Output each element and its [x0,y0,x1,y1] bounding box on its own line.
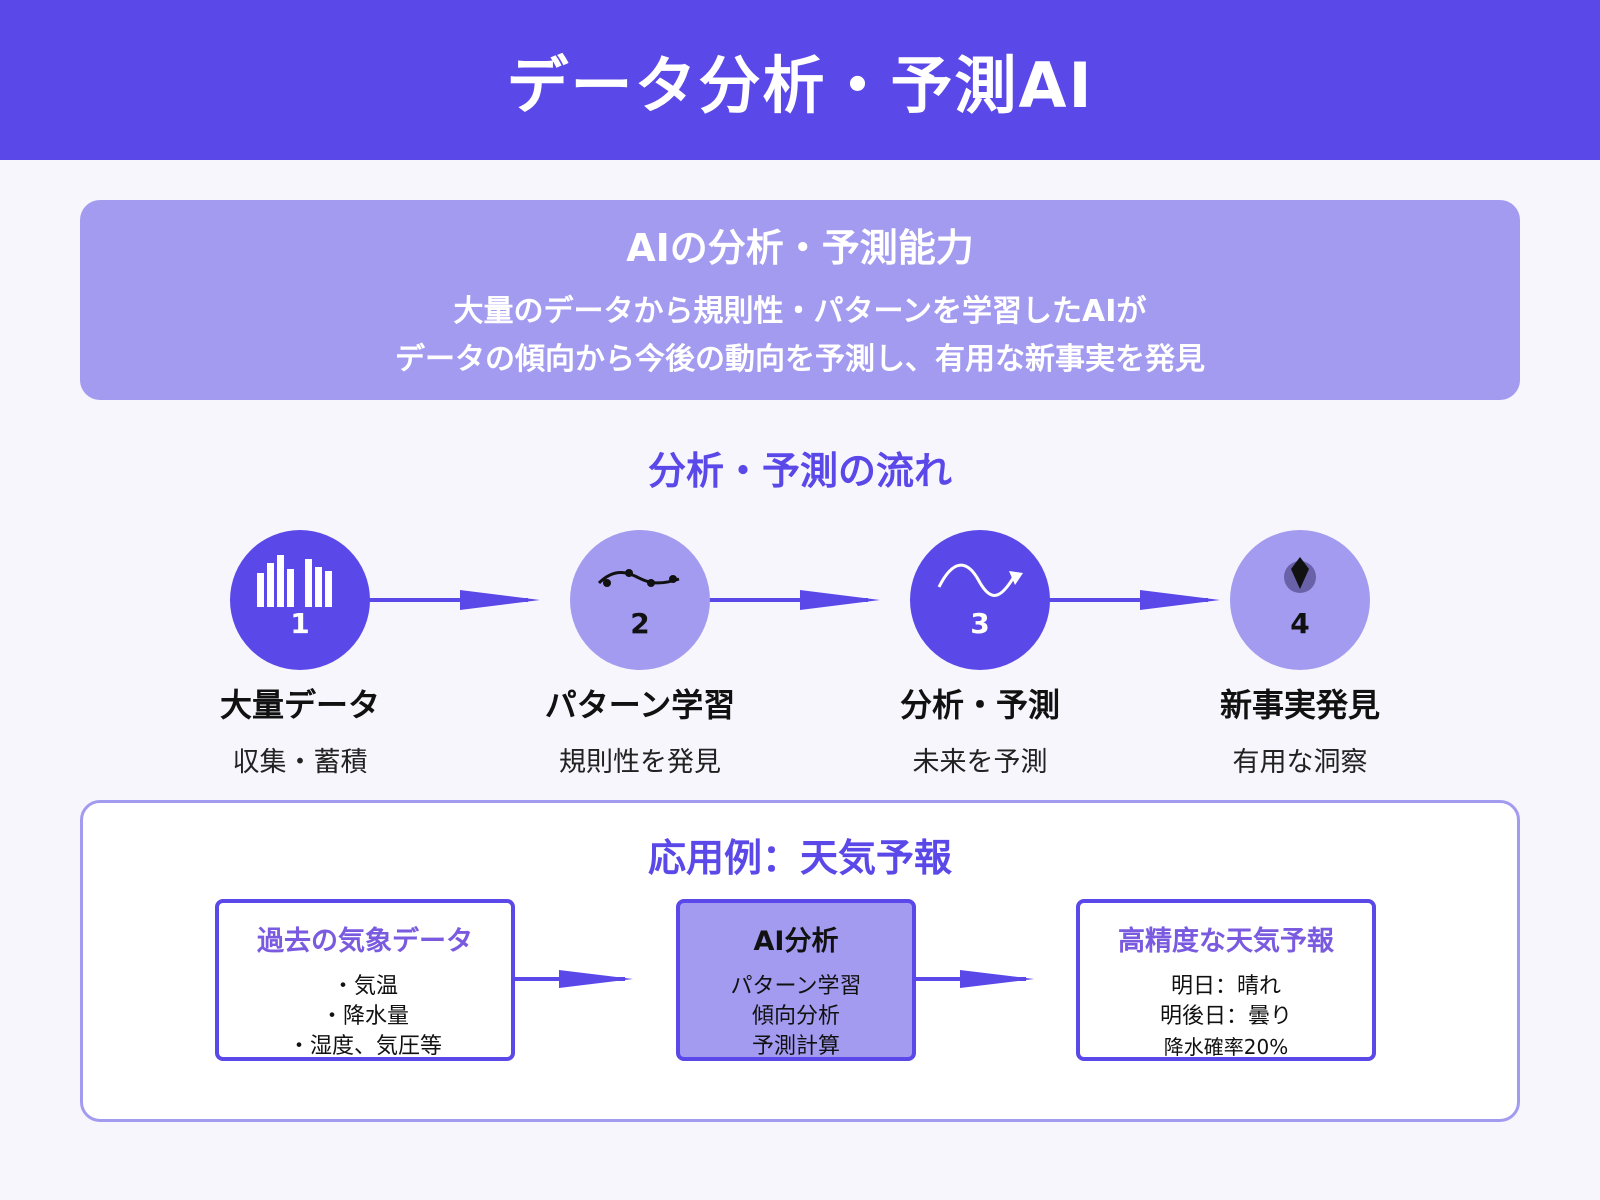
step-3-circle: 3 [910,530,1050,670]
flow-diagram: 1 大量データ 収集・蓄積 2 パターン学習 規則性を発見 3 分析・予測 未来… [170,530,1430,779]
flow-arrow-1-2 [368,590,540,610]
flow-title: 分析・予測の流れ [647,449,952,493]
example-box-forecast: 高精度な天気予報 明日：晴れ 明後日：曇り 降水確率20% [1076,899,1376,1061]
trend-arrow-icon [937,563,1023,597]
step-4-label: 新事実発見 有用な洞察 [1170,680,1430,779]
step-3-subtitle: 未来を予測 [912,747,1048,778]
step-4-circle: 4 [1230,530,1370,670]
example-box-2-head: AI分析 [753,926,839,957]
list-item: 明後日：曇り [1159,1004,1292,1029]
header-bar: データ分析・予測AI [0,0,1600,160]
step-3-label: 分析・予測 未来を予測 [850,680,1110,779]
example-box-3-list: 明日：晴れ 明後日：曇り 降水確率20% [1160,972,1292,1062]
list-item: パターン学習 [730,974,862,999]
step-4-subtitle: 有用な洞察 [1232,747,1368,778]
example-panel: 応用例：天気予報 過去の気象データ ・気温 ・降水量 ・湿度、気圧等 AI分析 … [80,800,1520,1122]
step-2-title: パターン学習 [544,686,736,724]
step-3-title: 分析・予測 [899,686,1060,724]
example-box-2-list: パターン学習 傾向分析 予測計算 [731,972,862,1062]
list-item: ・降水量 [320,1004,409,1029]
step-1-title: 大量データ [219,686,380,724]
step-2-subtitle: 規則性を発見 [559,747,721,778]
step-4-title: 新事実発見 [1219,686,1380,724]
page-title: データ分析・予測AI [506,49,1094,122]
step-1-subtitle: 収集・蓄積 [232,747,368,778]
example-box-ai-analysis: AI分析 パターン学習 傾向分析 予測計算 [676,899,916,1061]
list-item: 降水確率20% [1163,1035,1289,1059]
step-1-number: 1 [290,606,310,640]
gem-icon [1284,556,1316,593]
step-2-number: 2 [630,606,650,640]
example-box-1-head: 過去の気象データ [257,926,473,957]
banner-title: AIの分析・予測能力 [626,225,974,270]
step-1-label: 大量データ 収集・蓄積 [170,680,430,779]
banner-line-1: 大量のデータから規則性・パターンを学習したAIが [453,293,1147,329]
example-box-past-data: 過去の気象データ ・気温 ・降水量 ・湿度、気圧等 [215,899,515,1061]
list-item: ・湿度、気圧等 [287,1034,442,1059]
flow-arrow-3-4 [1048,590,1220,610]
list-item: 明日：晴れ [1170,974,1281,999]
step-1-circle: 1 [230,530,370,670]
step-3-number: 3 [970,606,990,640]
list-item: 予測計算 [751,1034,840,1059]
step-2-circle: 2 [570,530,710,670]
bar-chart-icon [257,554,332,607]
capability-banner: AIの分析・予測能力 大量のデータから規則性・パターンを学習したAIが データの… [80,200,1520,400]
list-item: 傾向分析 [751,1004,840,1029]
list-item: ・気温 [331,974,398,999]
banner-line-2: データの傾向から今後の動向を予測し、有用な新事実を発見 [395,341,1205,377]
example-box-1-list: ・気温 ・降水量 ・湿度、気圧等 [288,972,442,1062]
example-arrow-1-2 [515,970,633,988]
pattern-dots-icon [597,568,680,587]
example-arrow-2-3 [916,970,1034,988]
step-4-number: 4 [1290,606,1310,640]
flow-arrow-2-3 [708,590,880,610]
step-2-label: パターン学習 規則性を発見 [510,680,770,779]
example-title: 応用例：天気予報 [647,836,952,880]
example-box-3-head: 高精度な天気予報 [1118,926,1334,957]
